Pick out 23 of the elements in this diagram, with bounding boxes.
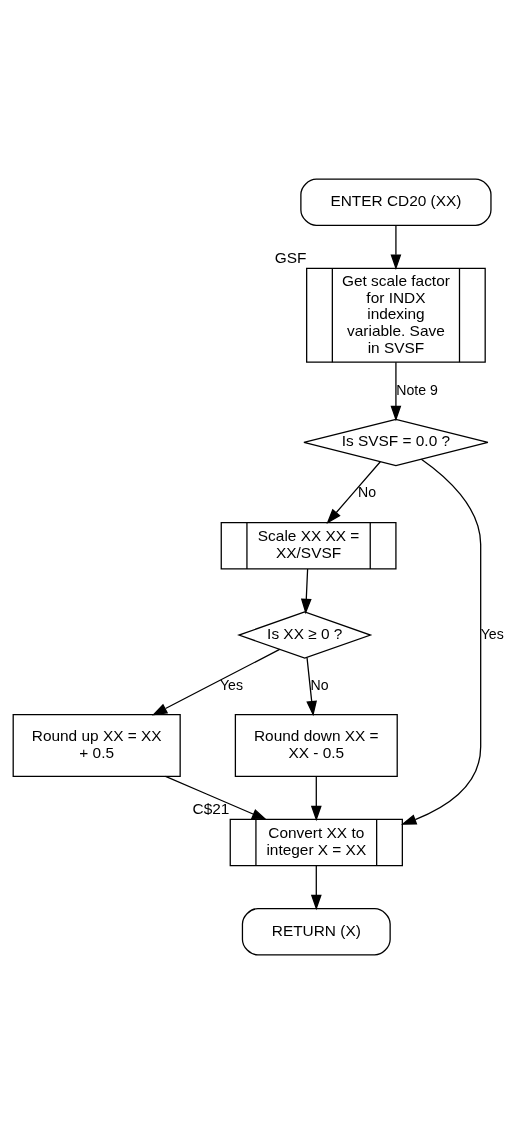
arrow	[151, 648, 281, 716]
node-diamond: Is XX ≥ 0 ?	[237, 611, 373, 659]
node-diamond: Is SVSF = 0.0 ?	[303, 418, 489, 467]
edge-label: Yes	[480, 625, 504, 642]
arrow	[306, 657, 317, 717]
arrow	[310, 776, 322, 822]
arrow	[164, 775, 268, 821]
node-box: RETURN (X)	[241, 908, 391, 956]
edge-label: Note 9	[396, 381, 438, 398]
arrow	[310, 865, 322, 911]
node-box: Round up XX = XX + 0.5	[12, 714, 181, 777]
node-box: ENTER CD20 (XX)	[300, 178, 492, 226]
arrow	[300, 568, 312, 615]
arrow	[401, 458, 482, 825]
arrow	[326, 461, 381, 524]
arrow	[390, 361, 402, 422]
edge-label: No	[358, 484, 377, 501]
node-label: GSF	[274, 249, 307, 267]
node-label: C$21	[192, 800, 230, 818]
edge-label: Yes	[220, 677, 244, 694]
edge-label: No	[310, 677, 329, 694]
arrow	[390, 225, 402, 270]
node-box: Round down XX = XX - 0.5	[234, 714, 398, 777]
